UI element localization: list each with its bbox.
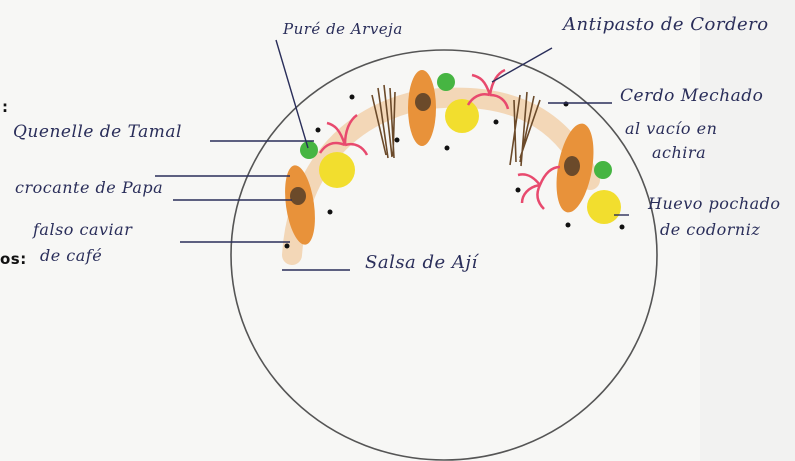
egg-1 bbox=[319, 152, 355, 188]
egg-2 bbox=[445, 99, 479, 133]
label-cerdo-line1: Cerdo Mechado bbox=[620, 86, 763, 106]
edge-colon: : bbox=[2, 98, 9, 116]
label-falso-line1: falso caviar bbox=[33, 220, 132, 239]
label-pure-arveja: Puré de Arveja bbox=[283, 20, 403, 38]
label-cerdo-line3: achira bbox=[652, 143, 706, 162]
edge-os: os: bbox=[0, 250, 27, 268]
pea-3 bbox=[594, 161, 612, 179]
pea-1 bbox=[300, 141, 318, 159]
label-antipasto: Antipasto de Cordero bbox=[563, 14, 769, 35]
label-huevo-line1: Huevo pochado bbox=[648, 194, 781, 213]
label-falso-line2: de café bbox=[40, 246, 102, 265]
label-crocante: crocante de Papa bbox=[15, 178, 163, 197]
label-cerdo-line2: al vacío en bbox=[625, 119, 717, 138]
label-huevo-line2: de codorniz bbox=[660, 220, 760, 239]
label-quenelle: Quenelle de Tamal bbox=[13, 122, 182, 142]
label-salsa: Salsa de Ají bbox=[365, 252, 478, 273]
pea-2 bbox=[437, 73, 455, 91]
egg-3 bbox=[587, 190, 621, 224]
quenelle-top bbox=[408, 70, 436, 146]
